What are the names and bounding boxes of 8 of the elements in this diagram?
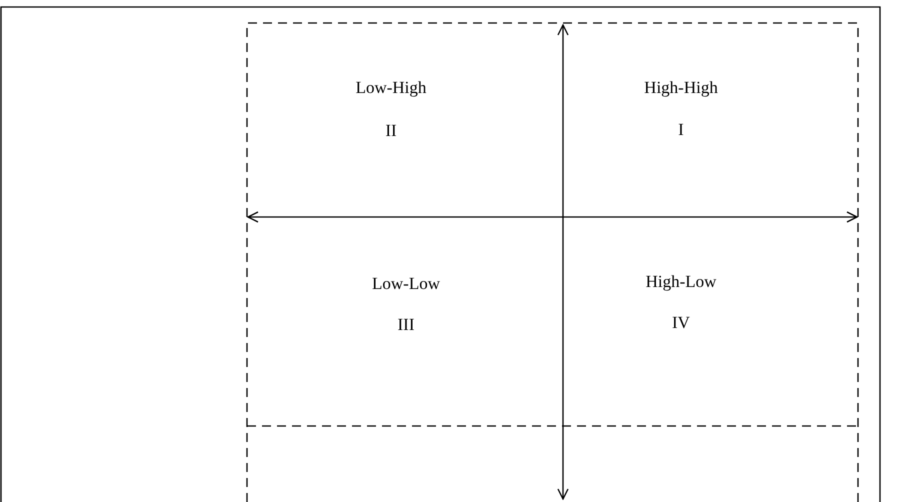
quadrant-number: I: [678, 120, 684, 140]
quadrant-label: High-High: [644, 78, 718, 98]
quadrant-label: High-Low: [646, 272, 716, 292]
quadrant-number: IV: [672, 313, 690, 333]
quadrant-number: III: [398, 315, 414, 335]
quadrant-label: Low-Low: [372, 274, 440, 294]
quadrant-number: II: [385, 121, 397, 141]
quadrant-label: Low-High: [356, 78, 426, 98]
